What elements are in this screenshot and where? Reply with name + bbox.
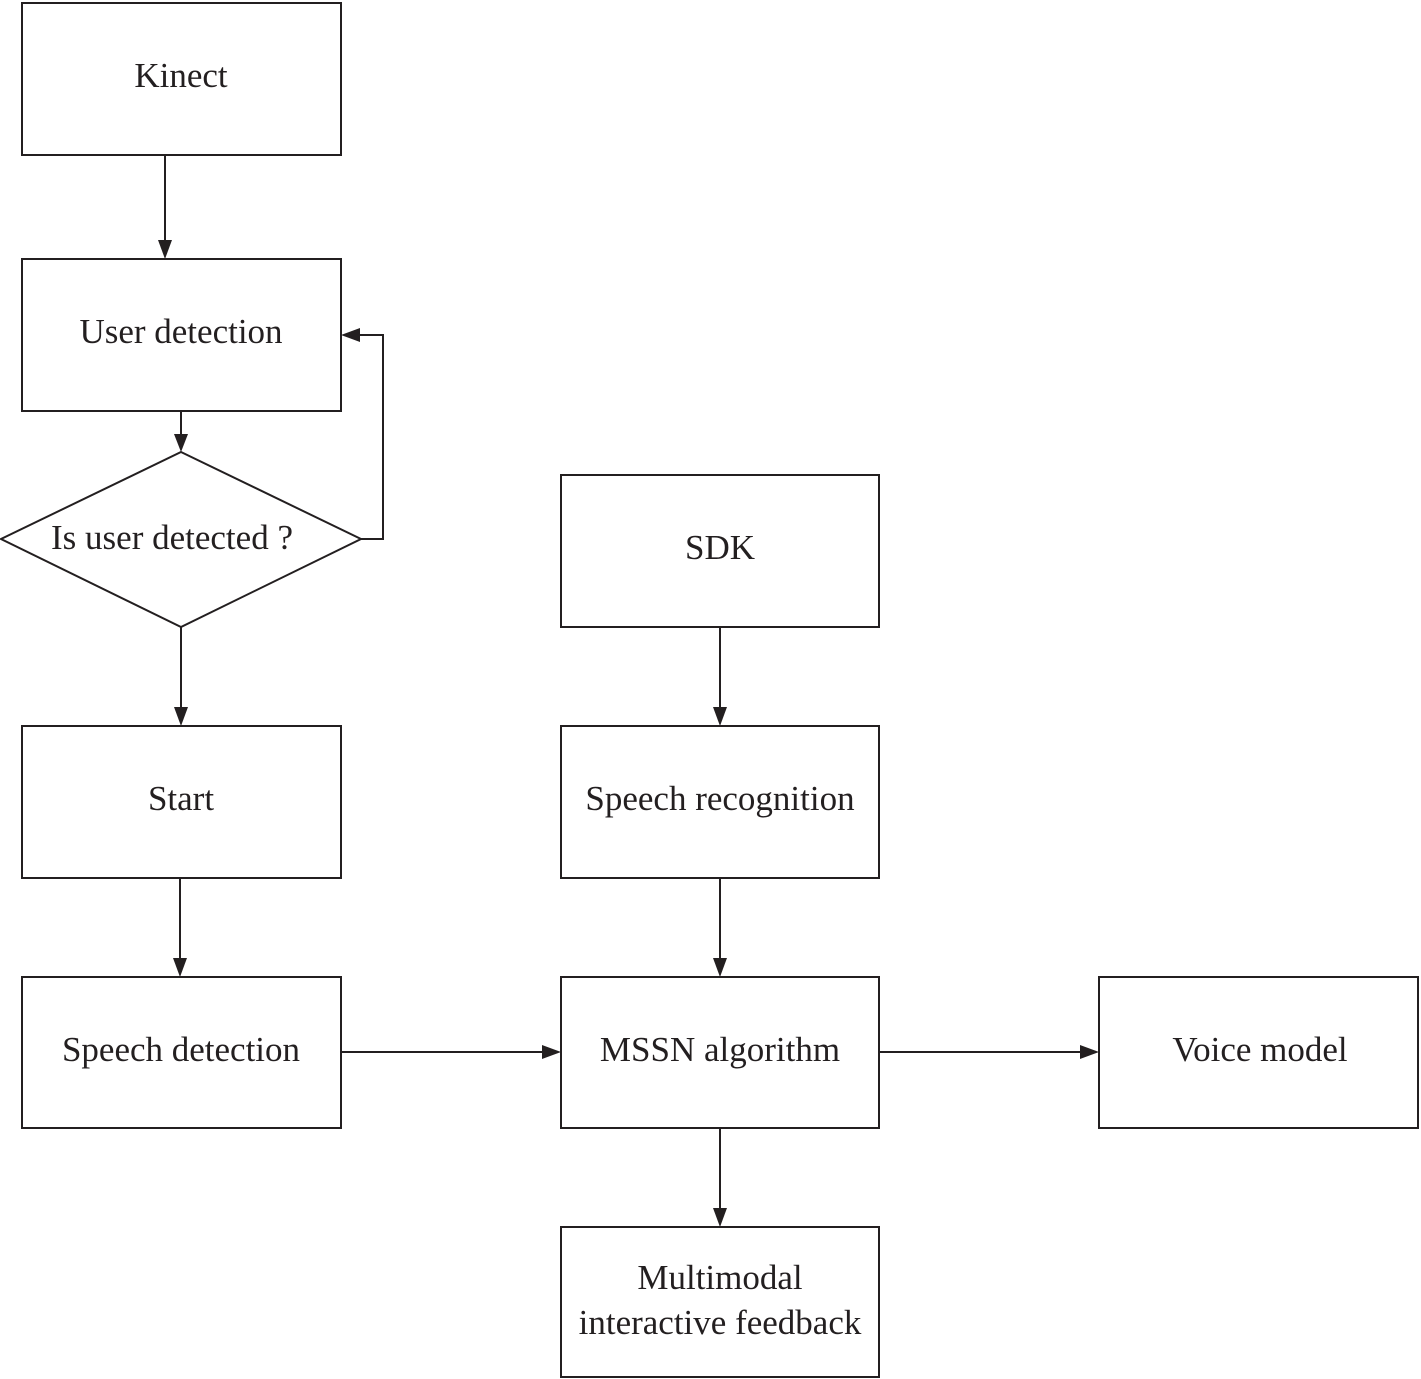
node-speech-recognition-label: Speech recognition	[585, 779, 854, 818]
arrowhead	[1080, 1045, 1099, 1059]
edge-mssn-to-voice-model	[880, 1045, 1099, 1059]
edge-speech-recognition-to-mssn	[713, 878, 727, 977]
arrowhead	[174, 434, 188, 452]
node-voice-model-label: Voice model	[1172, 1030, 1348, 1069]
edge-user-detection-to-decision	[174, 411, 188, 452]
node-is-user-detected-decision: Is user detected ?	[0, 450, 364, 629]
edge-start-to-speech-detection	[173, 878, 187, 977]
arrowhead	[713, 707, 727, 726]
arrowhead	[542, 1045, 561, 1059]
edges	[158, 156, 1099, 1227]
edge-decision-to-start	[174, 627, 188, 726]
arrowhead	[173, 958, 187, 977]
edge-sdk-to-speech-recognition	[713, 628, 727, 726]
node-user-detection-label: User detection	[79, 312, 282, 351]
node-multimodal-label-line2: interactive feedback	[579, 1303, 862, 1342]
node-kinect: Kinect	[21, 2, 342, 156]
arrowhead	[713, 958, 727, 977]
node-speech-recognition: Speech recognition	[560, 725, 880, 879]
node-sdk-label: SDK	[685, 528, 755, 567]
node-mssn-algorithm: MSSN algorithm	[560, 976, 880, 1129]
decision-diamond	[0, 450, 364, 629]
node-speech-detection-label: Speech detection	[62, 1030, 300, 1069]
node-multimodal-label-line1: Multimodal	[637, 1258, 803, 1297]
node-is-user-detected-label: Is user detected ?	[51, 518, 293, 557]
node-multimodal-interactive-feedback: Multimodal interactive feedback	[560, 1226, 880, 1378]
node-speech-detection: Speech detection	[21, 976, 342, 1129]
node-kinect-label: Kinect	[134, 56, 228, 95]
arrowhead	[713, 1208, 727, 1227]
edge-speech-detection-to-mssn	[342, 1045, 561, 1059]
arrowhead	[341, 328, 360, 342]
node-sdk: SDK	[560, 474, 880, 628]
arrowhead	[174, 707, 188, 726]
node-start: Start	[21, 725, 342, 879]
arrowhead	[158, 240, 172, 259]
edge-mssn-to-multimodal-feedback	[713, 1129, 727, 1227]
edge-decision-loop-to-user-detection	[341, 328, 384, 540]
node-mssn-algorithm-label: MSSN algorithm	[600, 1030, 840, 1069]
node-voice-model: Voice model	[1098, 976, 1419, 1129]
edge-kinect-to-user-detection	[158, 156, 172, 259]
node-user-detection: User detection	[21, 258, 342, 412]
node-start-label: Start	[148, 779, 214, 818]
